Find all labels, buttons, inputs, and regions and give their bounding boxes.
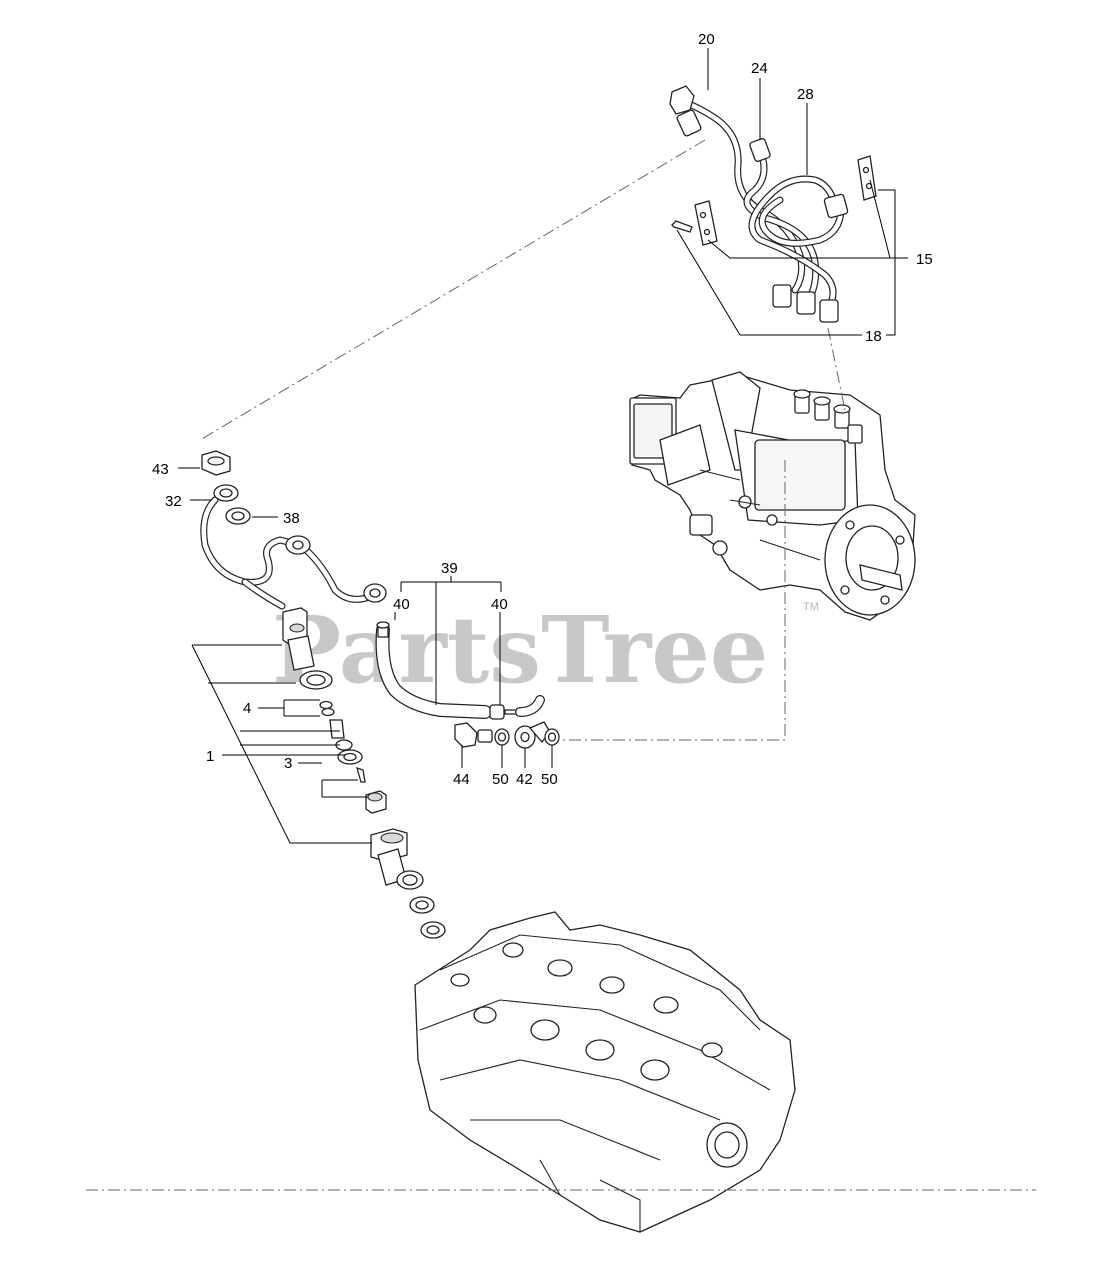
injection-pipe-set [669, 85, 877, 323]
callout-38: 38 [283, 510, 300, 527]
callout-1: 1 [206, 748, 214, 765]
callout-4: 4 [243, 700, 251, 717]
partstree-watermark: PartsTree [272, 596, 768, 704]
callout-43: 43 [152, 461, 169, 478]
callout-50-left: 50 [492, 771, 509, 788]
callout-labels: 20 24 28 15 18 43 32 38 39 40 40 4 1 3 4… [152, 31, 933, 788]
callout-42: 42 [516, 771, 533, 788]
leak-off-hose-set [375, 621, 560, 749]
leader-lines [178, 48, 908, 844]
injection-pump [629, 371, 916, 621]
reference-lines [86, 139, 1036, 1191]
callout-32: 32 [165, 493, 182, 510]
callout-24: 24 [751, 60, 768, 77]
callout-40-left: 40 [393, 596, 410, 613]
callout-44: 44 [453, 771, 470, 788]
callout-20: 20 [698, 31, 715, 48]
callout-28: 28 [797, 86, 814, 103]
injection-pipe-single [200, 450, 387, 610]
trademark-mark: TM [803, 601, 819, 613]
callout-15: 15 [916, 251, 933, 268]
injection-nozzle-assembly [282, 607, 446, 939]
callout-40-right: 40 [491, 596, 508, 613]
callout-50-right: 50 [541, 771, 558, 788]
callout-39: 39 [441, 560, 458, 577]
callout-3: 3 [284, 755, 292, 772]
callout-18: 18 [865, 328, 882, 345]
cylinder-head [414, 911, 796, 1233]
